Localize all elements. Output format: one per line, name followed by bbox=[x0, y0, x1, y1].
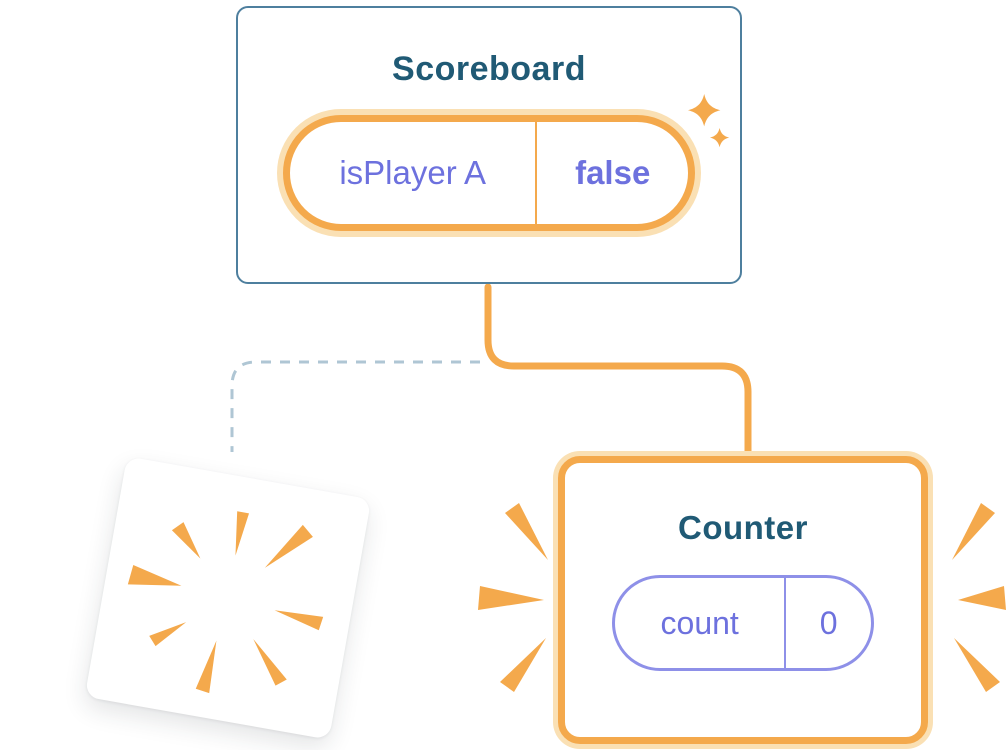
prop-value: false bbox=[575, 154, 651, 191]
solid-connector-line bbox=[484, 283, 752, 456]
counter-title: Counter bbox=[678, 509, 808, 546]
scoreboard-card: Scoreboard isPlayer A false bbox=[236, 6, 742, 284]
poof-burst-icon bbox=[127, 511, 324, 694]
counter-card: Counter count 0 bbox=[558, 456, 928, 744]
scoreboard-title: Scoreboard bbox=[392, 50, 586, 88]
destroyed-component-card bbox=[84, 456, 372, 740]
state-value: 0 bbox=[819, 604, 838, 641]
prop-name: isPlayer A bbox=[290, 122, 538, 224]
prop-pill: isPlayer A false bbox=[283, 115, 695, 231]
state-pill: count 0 bbox=[612, 575, 874, 671]
state-name: count bbox=[615, 578, 787, 668]
dashed-connector-line bbox=[230, 360, 480, 452]
